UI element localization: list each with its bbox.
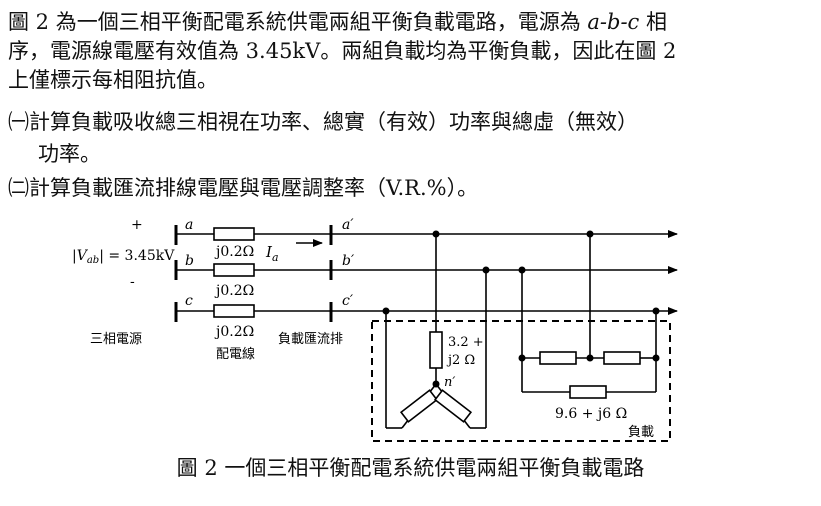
wye-impedance-left xyxy=(399,389,439,423)
neutral-label: n′ xyxy=(444,375,455,390)
line-impedance-a-label: j0.2Ω xyxy=(214,244,254,260)
junction-c-delta xyxy=(652,307,660,315)
line-caption: 配電線 xyxy=(216,346,255,362)
wye-impedance-a xyxy=(429,331,443,369)
load-bus-c-label: c′ xyxy=(342,293,354,309)
load-box xyxy=(371,320,671,442)
bus-c-label: c xyxy=(185,293,193,309)
line-impedance-b-label: j0.2Ω xyxy=(214,283,254,299)
current-label: Ia xyxy=(265,243,279,264)
junction-b-wye xyxy=(482,266,490,274)
problem-line-3: 上僅標示每相阻抗值。 xyxy=(8,68,218,92)
source-caption: 三相電源 xyxy=(90,332,142,347)
question-2: ㈡計算負載匯流排線電壓與電壓調整率（V.R.%）。 xyxy=(8,176,479,200)
load-bus-caption: 負載匯流排 xyxy=(278,332,343,347)
neutral-node xyxy=(432,380,440,388)
junction-delta-left xyxy=(518,354,526,362)
question-1-continued: 功率。 xyxy=(38,142,101,166)
load-label: 負載 xyxy=(628,425,654,440)
bus-a-label: a xyxy=(185,217,193,233)
delta-impedance-label: 9.6 + j6 Ω xyxy=(555,406,627,422)
wye-impedance-label-1: 3.2 + xyxy=(448,335,484,350)
junction-delta-mid xyxy=(586,354,594,362)
question-1: ㈠計算負載吸收總三相視在功率、總實（有效）功率與總虛（無效） xyxy=(8,110,638,134)
problem-line-1: 圖 2 為一個三相平衡配電系統供電兩組平衡負載電路，電源為 a-b-c 相 xyxy=(8,10,667,34)
line-impedance-c-label: j0.2Ω xyxy=(214,324,254,340)
junction-a-delta xyxy=(586,230,594,238)
junction-b-delta xyxy=(518,266,526,274)
junction-delta-right xyxy=(652,354,660,362)
source-minus-sign: - xyxy=(130,274,135,290)
figure-caption: 圖 2 一個三相平衡配電系統供電兩組平衡負載電路 xyxy=(176,456,645,480)
delta-impedance-ab xyxy=(539,351,577,365)
wye-impedance-label-2: j2 Ω xyxy=(446,353,475,368)
delta-impedance-ca xyxy=(569,385,607,399)
junction-a-wye xyxy=(432,230,440,238)
load-bus-b-label: b′ xyxy=(342,253,355,269)
line-impedance-b xyxy=(213,263,255,277)
junction-c-wye xyxy=(382,307,390,315)
wye-impedance-right xyxy=(433,389,473,423)
line-impedance-c xyxy=(213,304,255,318)
delta-impedance-bc xyxy=(603,351,641,365)
bus-b-label: b xyxy=(185,253,194,269)
problem-line-2: 序，電源線電壓有效值為 3.45kV。兩組負載均為平衡負載，因此在圖 2 xyxy=(8,39,677,63)
source-voltage-label: |Vab| = 3.45kV xyxy=(72,248,175,266)
load-bus-a-label: a′ xyxy=(342,217,354,233)
source-plus-sign: + xyxy=(131,217,143,233)
line-impedance-a xyxy=(213,227,255,241)
